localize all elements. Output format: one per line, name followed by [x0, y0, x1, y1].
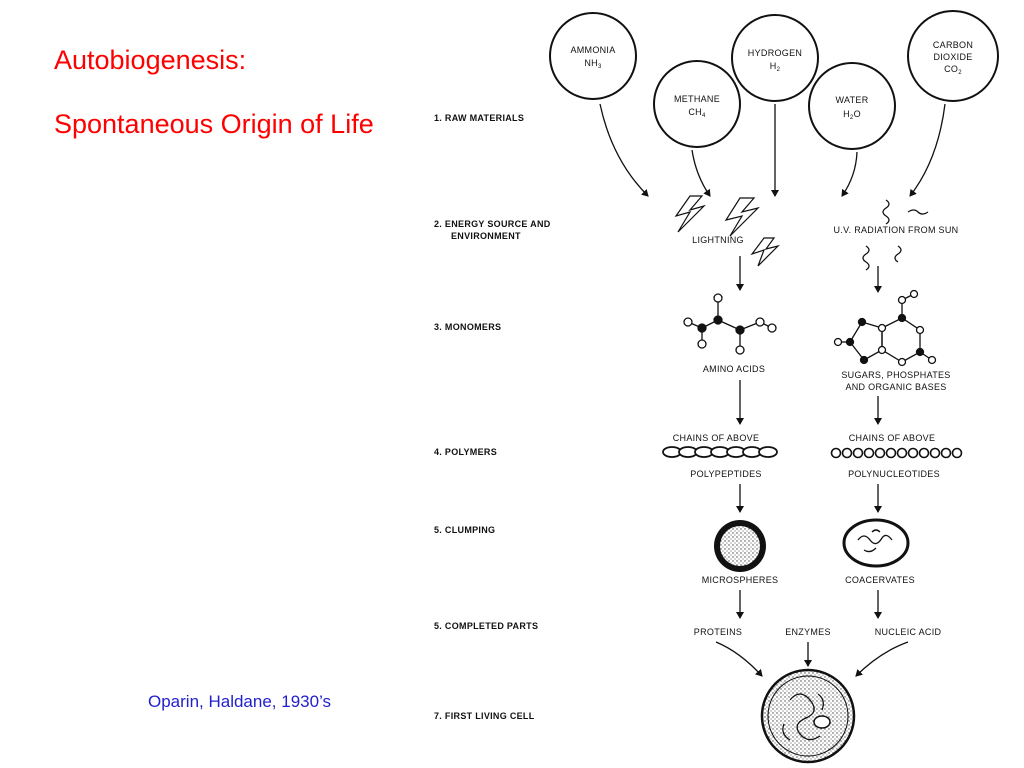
polynucleotides-label: POLYNUCLEOTIDES [848, 469, 940, 479]
stage-4-label: 4. POLYMERS [434, 447, 497, 457]
uv-radiation-icon [862, 199, 929, 271]
credit-text: Oparin, Haldane, 1930’s [148, 692, 332, 711]
polypeptide-chain-icon [662, 446, 778, 458]
water-circle: WATER H2O [808, 62, 896, 150]
arrow-nucleic-to-cell [855, 641, 909, 677]
methane-circle: METHANE CH4 [653, 60, 741, 148]
svg-text:HYDROGEN: HYDROGEN [748, 48, 802, 58]
amino-acid-molecule-icon [683, 293, 777, 355]
raw-materials: AMMONIA NH3 METHANE CH4 HYDROGEN H2 WATE… [549, 10, 999, 150]
lightning-icon [674, 195, 780, 267]
stage-7-label: 7. FIRST LIVING CELL [434, 711, 535, 721]
chains-left-label: CHAINS OF ABOVE [673, 433, 760, 443]
enzymes-label: ENZYMES [785, 627, 831, 637]
lightning-label: LIGHTNING [692, 235, 744, 245]
proteins-label: PROTEINS [694, 627, 742, 637]
slide-subtitle: Spontaneous Origin of Life [54, 109, 374, 139]
slide-title: Autobiogenesis: [54, 45, 247, 75]
svg-text:CO2: CO2 [944, 64, 962, 76]
first-living-cell-icon [760, 668, 856, 764]
svg-text:H2O: H2O [843, 109, 861, 121]
polypeptides-label: POLYPEPTIDES [690, 469, 761, 479]
svg-text:NH3: NH3 [584, 58, 602, 70]
hydrogen-circle: HYDROGEN H2 [731, 14, 819, 102]
stage-6-label: 5. COMPLETED PARTS [434, 621, 538, 631]
nucleotide-molecule-icon [833, 289, 937, 367]
nucleic-acid-label: NUCLEIC ACID [875, 627, 942, 637]
raw-material-arrows [599, 103, 946, 197]
stage-2-label: 2. ENERGY SOURCE AND [434, 219, 551, 229]
coacervate-icon [842, 518, 910, 568]
arrow-proteins-to-cell [715, 641, 763, 677]
svg-text:AMMONIA: AMMONIA [570, 45, 615, 55]
svg-text:DIOXIDE: DIOXIDE [933, 52, 972, 62]
carbon-dioxide-circle: CARBON DIOXIDE CO2 [907, 10, 999, 102]
sugars-label-line2: AND ORGANIC BASES [845, 382, 946, 392]
svg-text:H2: H2 [770, 61, 781, 73]
coacervates-label: COACERVATES [845, 575, 915, 585]
polynucleotide-chain-icon [830, 447, 963, 459]
sugars-label-line1: SUGARS, PHOSPHATES [841, 370, 950, 380]
svg-text:WATER: WATER [836, 95, 869, 105]
microspheres-label: MICROSPHERES [702, 575, 779, 585]
chains-right-label: CHAINS OF ABOVE [849, 433, 936, 443]
uv-radiation-label: U.V. RADIATION FROM SUN [834, 225, 959, 235]
svg-text:CH4: CH4 [688, 107, 706, 119]
stage-1-label: 1. RAW MATERIALS [434, 113, 524, 123]
ammonia-circle: AMMONIA NH3 [549, 12, 637, 100]
microsphere-icon [714, 520, 766, 572]
stage-3-label: 3. MONOMERS [434, 322, 501, 332]
stage-2-label-line2: ENVIRONMENT [451, 231, 521, 241]
stage-5-label: 5. CLUMPING [434, 525, 495, 535]
stage-labels: 1. RAW MATERIALS 2. ENERGY SOURCE AND EN… [434, 113, 551, 721]
svg-text:CARBON: CARBON [933, 40, 973, 50]
amino-acids-label: AMINO ACIDS [703, 364, 765, 374]
svg-text:METHANE: METHANE [674, 94, 720, 104]
